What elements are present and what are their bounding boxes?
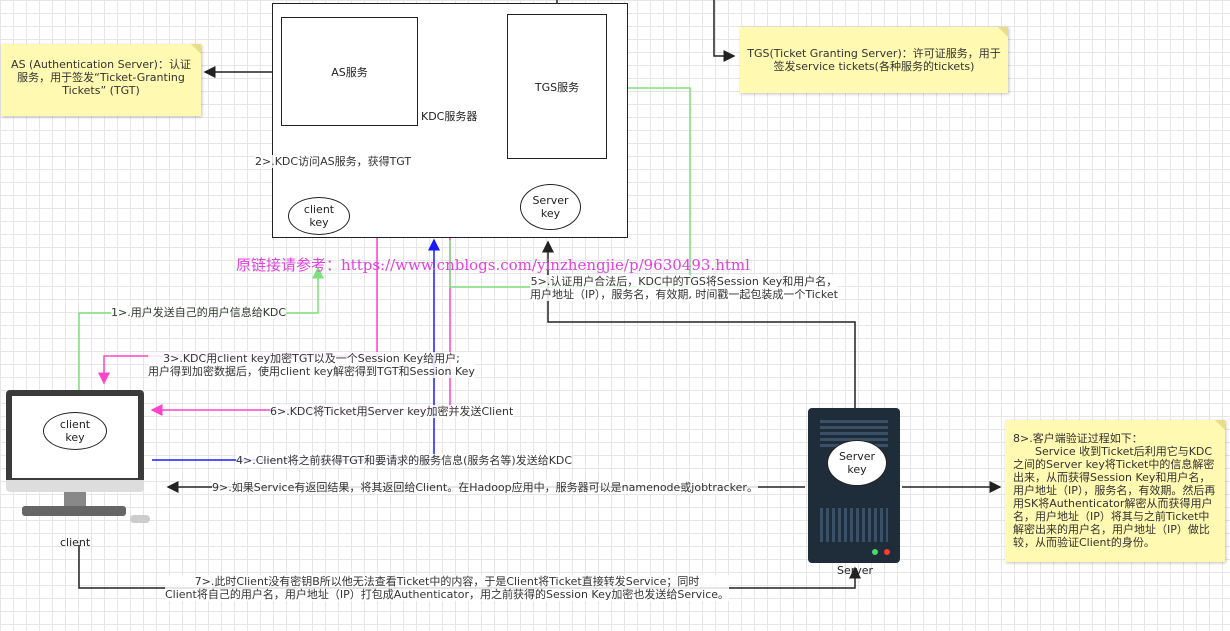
led-red-icon [884, 549, 890, 555]
as-note-text: AS (Authentication Server)：认证服务，用于签发“Tic… [11, 58, 191, 97]
led-green-icon [872, 549, 878, 555]
step4-label: 4>.Client将之前获得TGT和要请求的服务信息(服务名等)发送给KDC [236, 454, 573, 467]
kdc-server-key: Server key [520, 184, 581, 230]
as-service-box: AS服务 [281, 17, 418, 126]
step8-title: 8>.客户端验证过程如下： [1013, 432, 1143, 445]
kdc-label: KDC服务器 [421, 110, 478, 123]
step3-label: 3>.KDC用client key加密TGT以及一个Session Key给用户… [148, 352, 475, 378]
step7-label: 7>.此时Client没有密钥B所以他无法查看Ticket中的内容，于是Clie… [165, 575, 730, 601]
step1-label: 1>.用户发送自己的用户信息给KDC [111, 306, 287, 319]
client-key: client key [43, 412, 107, 450]
server-machine: Server key [808, 408, 900, 563]
monitor-bezel [6, 480, 144, 492]
step6-label: 6>.KDC将Ticket用Server key加密并发送Client [270, 405, 514, 418]
tgs-service-box: TGS服务 [507, 14, 607, 159]
as-note: AS (Authentication Server)：认证服务，用于签发“Tic… [1, 44, 201, 116]
step8-note: 8>.客户端验证过程如下： Service 收到Ticket后利用它与KDC之间… [1005, 420, 1225, 562]
server-key: Server key [827, 440, 887, 486]
client-computer: client key client [6, 390, 150, 549]
tgs-note: TGS(Ticket Granting Server)：许可证服务，用于签发se… [740, 27, 1008, 93]
tgs-note-text: TGS(Ticket Granting Server)：许可证服务，用于签发se… [747, 47, 1001, 73]
tgs-note-arrow [713, 0, 736, 62]
tgs-service-label: TGS服务 [534, 80, 580, 94]
server-vents-bottom [820, 508, 888, 542]
monitor-base [22, 506, 126, 516]
step5-label: 5>.认证用户合法后，KDC中的TGS将Session Key和用户名， 用户地… [530, 275, 838, 301]
step2-label: 2>.KDC访问AS服务，获得TGT [255, 155, 412, 168]
step8-body: Service 收到Ticket后利用它与KDC之间的Server key将Ti… [1013, 445, 1216, 549]
kdc-client-key: client key [288, 197, 350, 235]
client-caption: client [60, 536, 91, 549]
as-service-label: AS服务 [331, 65, 368, 79]
server-caption: Server [837, 564, 874, 577]
source-link[interactable]: 原链接请参考：https://www.cnblogs.com/yinzhengj… [236, 256, 750, 274]
step9-label: 9>.如果Service有返回结果，将其返回给Client。在Hadoop应用中… [212, 481, 758, 494]
mouse-icon [130, 515, 150, 523]
monitor-stand [64, 492, 86, 506]
